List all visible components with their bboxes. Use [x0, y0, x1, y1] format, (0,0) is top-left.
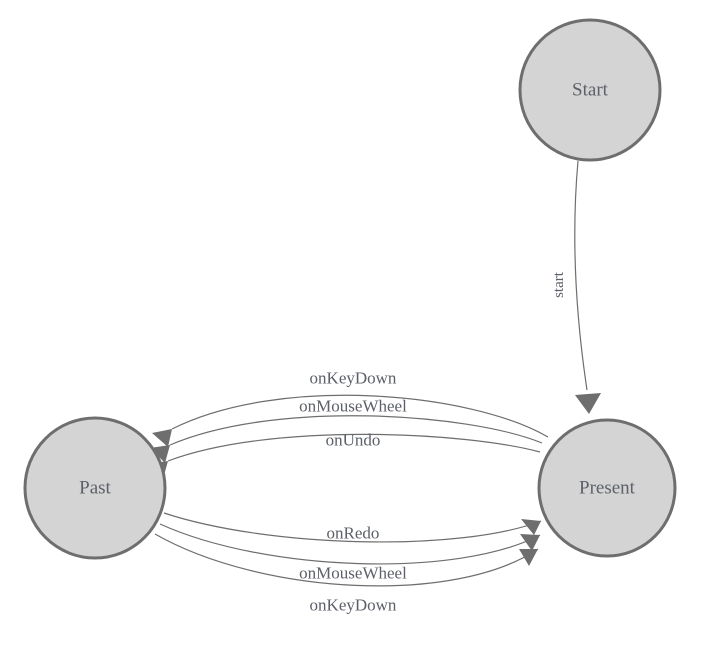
edge-label: onKeyDown	[310, 369, 397, 388]
edge-line	[159, 523, 541, 565]
edge-line	[167, 433, 541, 462]
arrowhead-icon	[521, 519, 541, 535]
node-label: Present	[579, 478, 636, 499]
edge-label: onKeyDown	[310, 596, 397, 615]
node-circle	[518, 18, 662, 162]
arrowhead-icon	[520, 534, 540, 551]
edge-past-to-present-onredo[interactable]: onRedo	[163, 512, 542, 543]
edge-label: onMouseWheel	[299, 397, 407, 416]
edge-past-to-present-onkeydown[interactable]: onKeyDown	[154, 533, 539, 615]
edge-present-to-past-onundo[interactable]: onUndo	[148, 431, 541, 480]
edge-label: onMouseWheel	[299, 564, 407, 583]
edge-line	[154, 533, 539, 587]
node-start[interactable]: Start	[518, 18, 662, 162]
node-circle	[537, 418, 677, 558]
edge-start-to-present[interactable]: start	[551, 160, 601, 414]
edge-line	[574, 160, 588, 391]
edge-line	[171, 394, 549, 438]
node-circle	[23, 416, 167, 560]
edge-present-to-past-onkeydown[interactable]: onKeyDown	[152, 369, 549, 448]
edge-label: onUndo	[326, 431, 381, 450]
edge-label: start	[551, 271, 567, 298]
arrowhead-icon	[519, 549, 538, 566]
node-present[interactable]: Present	[537, 418, 677, 558]
edge-past-to-present-onmousewheel[interactable]: onMouseWheel	[159, 523, 541, 583]
arrowhead-icon	[575, 393, 601, 414]
edge-label: onRedo	[327, 524, 380, 543]
edge-line	[169, 415, 543, 446]
node-label: Past	[79, 478, 111, 499]
node-label: Start	[572, 80, 609, 101]
node-past[interactable]: Past	[23, 416, 167, 560]
arrowhead-icon	[152, 429, 172, 447]
edge-line	[163, 512, 542, 543]
